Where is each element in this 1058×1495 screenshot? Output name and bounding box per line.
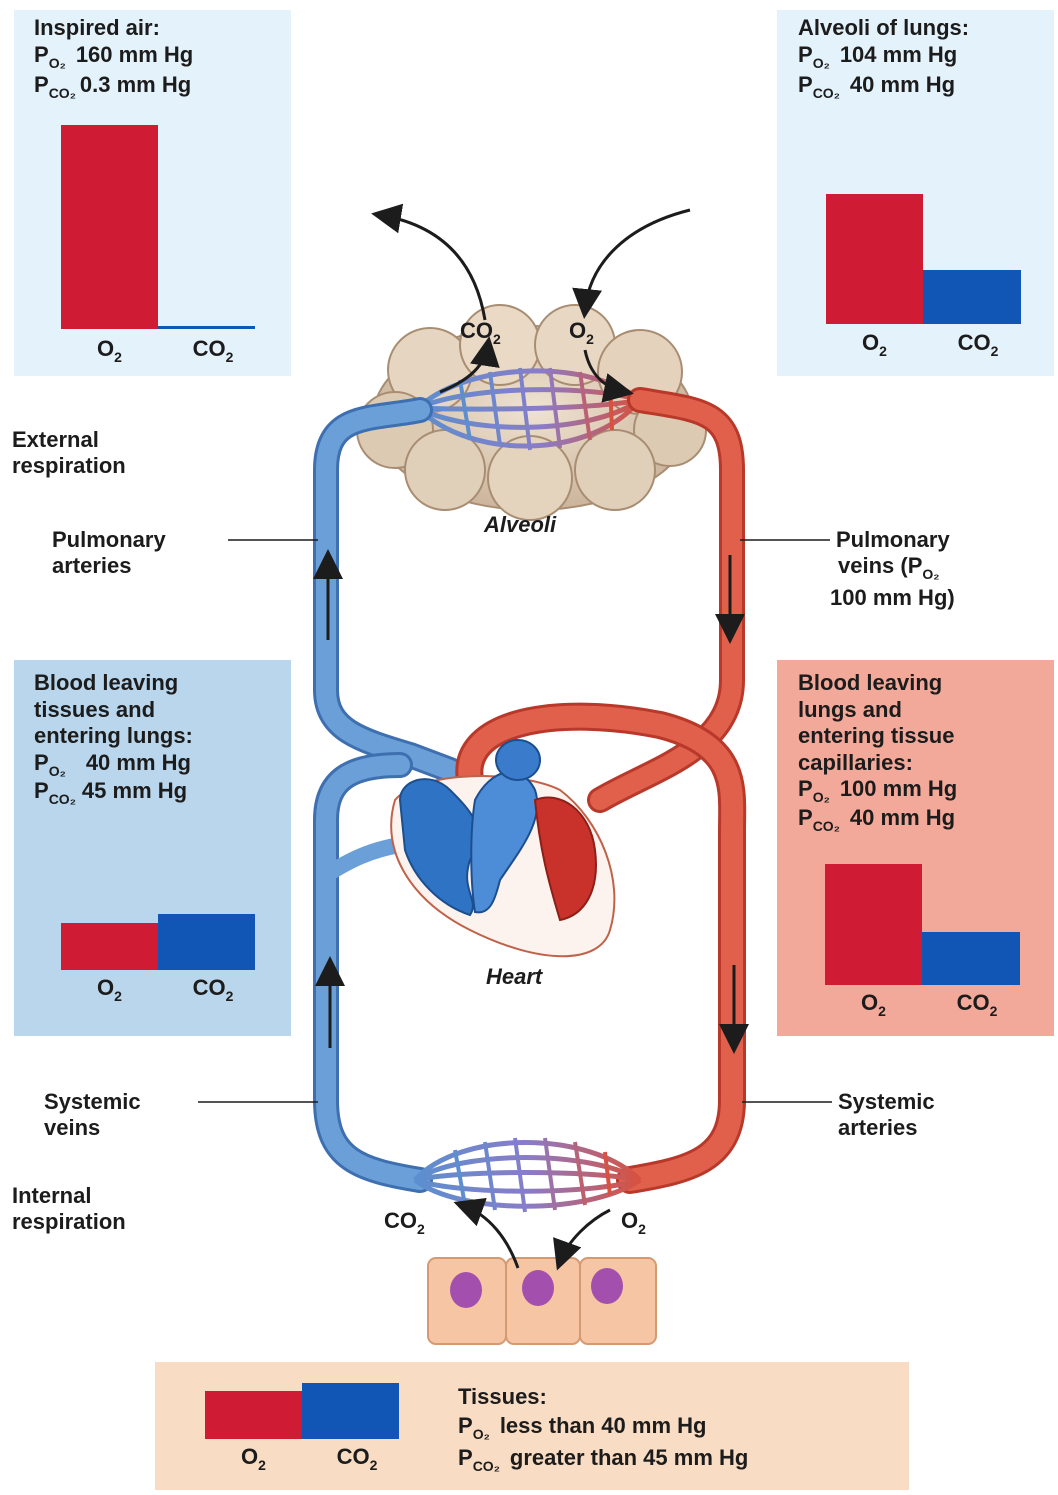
o2-subscript: O₂ [813,789,830,805]
blood-leaving-tissues-o2-label: O2 [61,975,158,1001]
inspired-po2-value: 160 mm Hg [76,42,193,67]
pulmonary-arteries-line-2: arteries [52,553,166,579]
tissue-cells [428,1258,656,1344]
alveoli-co2-label: CO2 [923,330,1033,356]
blood-leaving-tissues-title-2: tissues and [34,697,193,724]
p-symbol: P [34,72,49,97]
blood-leaving-tissues-co2-bar [158,914,255,970]
blood-leaving-lungs-text: Blood leaving lungs and entering tissue … [798,670,957,833]
blood-leaving-lungs-title-1: Blood leaving [798,670,957,697]
blood-leaving-lungs-co2-bar [922,932,1020,985]
co2-subscript: CO₂ [813,85,840,101]
o2-subscript: O₂ [813,55,830,71]
inspired-o2-bar [61,125,158,329]
tissue-o2-gas-label: O2 [621,1208,646,1234]
systemic-veins-callout: Systemic veins [44,1089,141,1141]
p-symbol: P [458,1413,473,1438]
external-respiration-line-1: External [12,427,126,453]
blood-leaving-tissues-title-1: Blood leaving [34,670,193,697]
tissues-title: Tissues: [458,1382,748,1411]
p-symbol: P [798,72,813,97]
inspired-co2-bar [158,326,255,329]
o2-subscript: O₂ [922,566,939,582]
co2-subscript: CO₂ [49,791,76,807]
inspired-air-title: Inspired air: [34,14,193,41]
p-symbol: P [34,750,49,775]
blood-leaving-lungs-title-2: lungs and [798,697,957,724]
lungs-blood-po2-value: 100 mm Hg [840,776,957,801]
internal-respiration-line-2: respiration [12,1209,126,1235]
blood-leaving-lungs-title-4: capillaries: [798,750,957,777]
tissues-blood-pco2-value: 45 mm Hg [82,778,187,803]
systemic-arteries-callout: Systemic arteries [838,1089,935,1141]
alveoli-o2-bar [826,194,923,324]
systemic-arteries-line-2: arteries [838,1115,935,1141]
inspired-o2-label: O2 [61,336,158,362]
co2-subscript: CO₂ [49,85,76,101]
tissue-co2-gas-label: CO2 [384,1208,425,1234]
o2-inhale-arrow [585,210,690,310]
tissues-co2-bar [302,1383,399,1439]
o2-subscript: O₂ [49,55,66,71]
p-symbol: P [458,1445,473,1470]
pulmonary-arteries-line-1: Pulmonary [52,527,166,553]
blood-leaving-tissues-o2-bar [61,923,158,970]
systemic-veins-line-1: Systemic [44,1089,141,1115]
tissues-o2-bar [205,1391,302,1439]
heart-label: Heart [486,964,542,990]
pulmonary-veins-callout: Pulmonary veins (PO₂ 100 mm Hg) [836,527,955,611]
p-symbol: P [34,778,49,803]
tissues-co2-label: CO2 [302,1444,412,1470]
p-symbol: P [798,776,813,801]
systemic-veins-line-2: veins [44,1115,141,1141]
p-symbol: P [798,42,813,67]
alveoli-po2-value: 104 mm Hg [840,42,957,67]
external-respiration-line-2: respiration [12,453,126,479]
pulmonary-veins-line-1: Pulmonary [836,527,955,553]
lungs-blood-pco2-value: 40 mm Hg [850,805,955,830]
o2-into-tissue-arrow [560,1210,610,1262]
alveoli-title: Alveoli of lungs: [798,14,969,41]
co2-subscript: CO₂ [813,818,840,834]
p-symbol: P [34,42,49,67]
p-symbol: P [798,805,813,830]
co2-subscript: CO₂ [473,1458,500,1474]
systemic-arteries-line-1: Systemic [838,1089,935,1115]
internal-respiration-label: Internal respiration [12,1183,126,1235]
blood-leaving-tissues-text: Blood leaving tissues and entering lungs… [34,670,193,807]
blood-leaving-lungs-title-3: entering tissue [798,723,957,750]
alveoli-pco2-value: 40 mm Hg [850,72,955,97]
o2-subscript: O₂ [49,763,66,779]
systemic-capillary-bed [415,1138,640,1212]
tissues-pco2-value: greater than 45 mm Hg [510,1445,748,1470]
tissues-blood-po2-value: 40 mm Hg [86,750,191,775]
blood-leaving-tissues-title-3: entering lungs: [34,723,193,750]
alveoli-co2-gas-label: CO2 [460,318,501,344]
o2-subscript: O₂ [473,1426,490,1442]
inspired-pco2-value: 0.3 mm Hg [80,72,191,97]
external-respiration-label: External respiration [12,427,126,479]
blood-leaving-lungs-o2-label: O2 [825,990,922,1016]
internal-respiration-line-1: Internal [12,1183,126,1209]
blood-leaving-lungs-o2-bar [825,864,922,985]
inspired-co2-label: CO2 [158,336,268,362]
tissues-po2-value: less than 40 mm Hg [500,1413,707,1438]
alveoli-o2-gas-label: O2 [569,318,594,344]
alveoli-o2-label: O2 [826,330,923,356]
alveoli-label: Alveoli [484,512,556,538]
pulmonary-veins-line-3: 100 mm Hg) [830,585,955,611]
blood-leaving-tissues-co2-label: CO2 [158,975,268,1001]
pulmonary-veins-line-2: veins (P [838,553,922,578]
blood-leaving-lungs-co2-label: CO2 [922,990,1032,1016]
co2-exhale-arrow [380,215,485,320]
pulmonary-arteries-callout: Pulmonary arteries [52,527,166,579]
tissues-o2-label: O2 [205,1444,302,1470]
alveoli-co2-bar [923,270,1021,324]
